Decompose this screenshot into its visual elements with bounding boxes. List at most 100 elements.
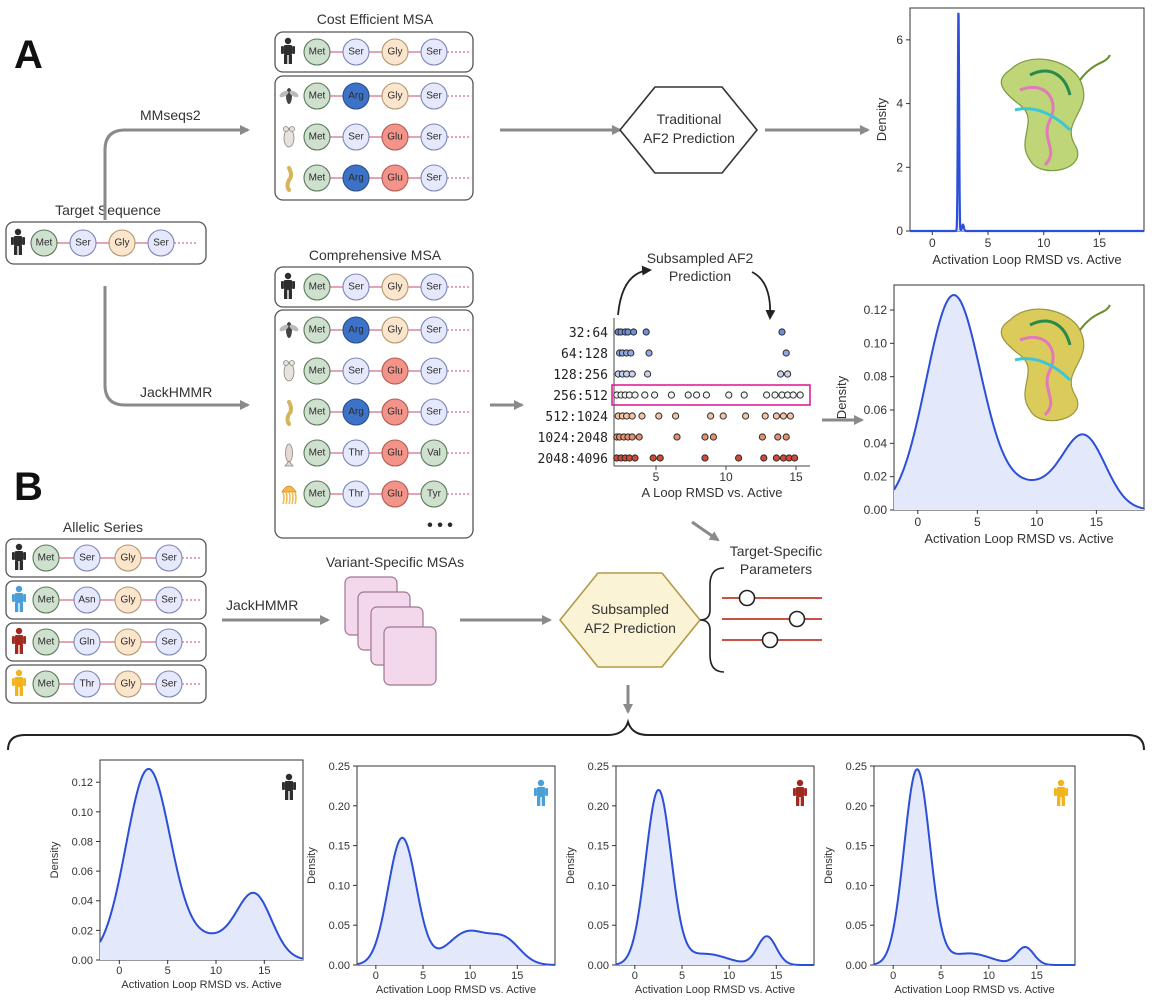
y-tick-label: 0.20 [329,801,350,813]
person-icon [281,37,295,64]
residue-gly [381,273,409,301]
y-tick-label: 0.12 [864,303,888,317]
scatter-category-label: 128:256 [553,368,608,383]
x-axis-label: Activation Loop RMSD vs. Active [894,984,1054,996]
residue-ser [342,357,370,385]
scatter-point [628,370,636,378]
parameter-slider [722,589,822,607]
highlight-box [611,384,811,406]
zebrafish-icon [284,443,294,467]
y-tick-label: 0.08 [72,836,93,848]
residue-label: Ser [426,366,442,377]
scatter-point [635,433,643,441]
person-icon [12,585,26,612]
scatter-point [627,349,635,357]
residue-gly [114,628,142,656]
y-tick-label: 2 [896,160,903,174]
residue-met [30,229,58,257]
residue-label: Ser [426,132,442,143]
x-tick-label: 15 [258,965,270,977]
residue-ser [420,38,448,66]
y-tick-label: 0.04 [72,896,93,908]
y-tick-label: 6 [896,33,903,47]
residue-ser [155,586,183,614]
residue-gly [114,544,142,572]
scatter-point [763,391,771,399]
scatter-point [651,391,659,399]
scatter-point [631,454,639,462]
residue-ser [420,398,448,426]
residue-tyr [420,480,448,508]
scatter-x-tick: 15 [789,470,803,484]
params-title-line1: Target-Specific [730,543,823,559]
residue-label: Val [427,448,441,459]
residue-ser [73,544,101,572]
x-axis-label: Activation Loop RMSD vs. Active [635,984,795,996]
residue-met [303,480,331,508]
residue-glu [381,164,409,192]
scatter-point [719,412,727,420]
residue-label: Arg [348,325,364,336]
residue-label: Arg [348,407,364,418]
scatter-point [791,454,799,462]
residue-label: Glu [387,366,403,377]
residue-ser [69,229,97,257]
plot-frame [909,7,1145,232]
params-title-line2: Parameters [740,561,812,577]
residue-ser [155,628,183,656]
y-axis-label: Density [49,841,61,878]
y-tick-label: 0.10 [329,880,350,892]
residue-label: Gly [121,553,136,564]
residue-gly [381,82,409,110]
scatter-point [642,328,650,336]
residue-label: Thr [349,448,365,459]
residue-label: Arg [348,173,364,184]
panel-label-b: B [14,465,43,509]
residue-met [303,273,331,301]
x-axis-label: Activation Loop RMSD vs. Active [924,531,1113,546]
person-icon [534,779,548,806]
residue-ser [420,357,448,385]
arrow-to-parameters [691,520,720,542]
traditional-af2-line2: AF2 Prediction [643,130,735,146]
y-tick-label: 0.20 [846,801,867,813]
cost-msa-title: Cost Efficient MSA [317,11,434,27]
density-curve [873,768,1075,966]
jellyfish-icon [281,485,297,505]
y-tick-label: 0.15 [588,841,609,853]
y-tick-label: 0.06 [72,866,93,878]
density-curve [99,767,304,960]
residue-ser [420,164,448,192]
scatter-point [782,433,790,441]
scatter-point [672,412,680,420]
residue-label: Glu [387,448,403,459]
person-icon [282,773,296,800]
scatter-point [693,391,701,399]
residue-label: Met [309,325,326,336]
y-tick-label: 0.02 [72,925,93,937]
parameter-slider [722,631,822,649]
scatter-point [702,391,711,399]
density-fill [616,789,814,965]
person-icon [11,228,25,255]
x-tick-label: 10 [983,970,995,982]
residue-label: Ser [161,679,177,690]
residue-val [420,439,448,467]
subsampled-title-line2: Prediction [669,268,731,284]
scatter-point [644,370,652,378]
subsampled-af2-line1: Subsampled [591,601,669,617]
y-tick-label: 0.10 [588,880,609,892]
residue-label: Gly [388,47,403,58]
scatter-point [628,433,636,441]
scatter-point [645,349,653,357]
residue-label: Gly [388,91,403,102]
residue-label: Glu [387,132,403,143]
residue-label: Gly [388,282,403,293]
y-axis-label: Density [834,375,849,419]
